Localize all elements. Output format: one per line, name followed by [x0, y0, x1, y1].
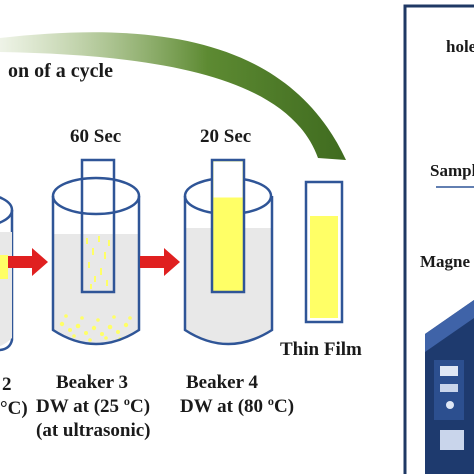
beaker-4-name: Beaker 4 [186, 372, 258, 393]
magnetic-stirrer-device [425, 300, 474, 474]
beaker-3-name: Beaker 3 [56, 372, 128, 393]
thin-film-sample: Thin Film [280, 180, 362, 360]
beaker-2-line1: °C) [0, 398, 28, 419]
beaker-2: 2 °C) [0, 196, 28, 419]
thin-film-label: Thin Film [280, 339, 362, 360]
beaker-4: 20 Sec Beaker 4 DW at (80 ºC) [180, 126, 294, 417]
beaker-3: 60 Sec Beaker 3 DW at (25 ºC) (at ultras… [36, 126, 151, 441]
cycle-label: on of a cycle [8, 60, 113, 82]
arrow-beaker2-to-beaker3 [8, 248, 48, 276]
beaker-3-line2: (at ultrasonic) [36, 420, 151, 441]
beaker-4-time: 20 Sec [200, 126, 251, 147]
beaker-4-line1: DW at (80 ºC) [180, 396, 294, 417]
beaker-3-line1: DW at (25 ºC) [36, 396, 150, 417]
cycle-curve-arrow [0, 32, 346, 160]
right-label-hole: hole [446, 37, 474, 56]
right-label-magnet: Magne [420, 252, 471, 271]
beaker-3-time: 60 Sec [70, 126, 121, 147]
particles-on-slide [86, 236, 110, 289]
right-label-sample: Sampl [430, 161, 474, 180]
beaker-2-name: 2 [2, 374, 12, 395]
substrate-slide-beaker-3 [80, 158, 116, 294]
right-panel: hole Sampl Magne [403, 4, 474, 474]
arrow-beaker3-to-beaker4 [140, 248, 180, 276]
